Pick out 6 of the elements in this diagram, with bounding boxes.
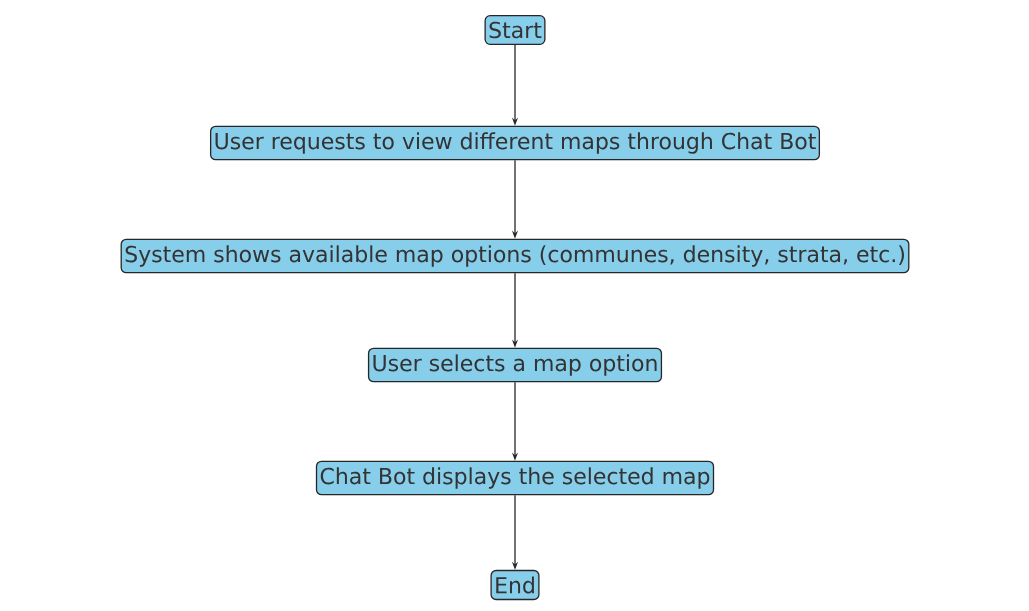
process-box: End (490, 569, 540, 601)
process-box: User selects a map option (367, 347, 663, 383)
process-box: Start (484, 15, 546, 45)
process-box: User requests to view different maps through Chat Bot (210, 125, 820, 161)
process-box: System shows available map options (communes, density, strata, etc.) (120, 238, 910, 274)
process-box: Chat Bot displays the selected map (315, 460, 715, 496)
